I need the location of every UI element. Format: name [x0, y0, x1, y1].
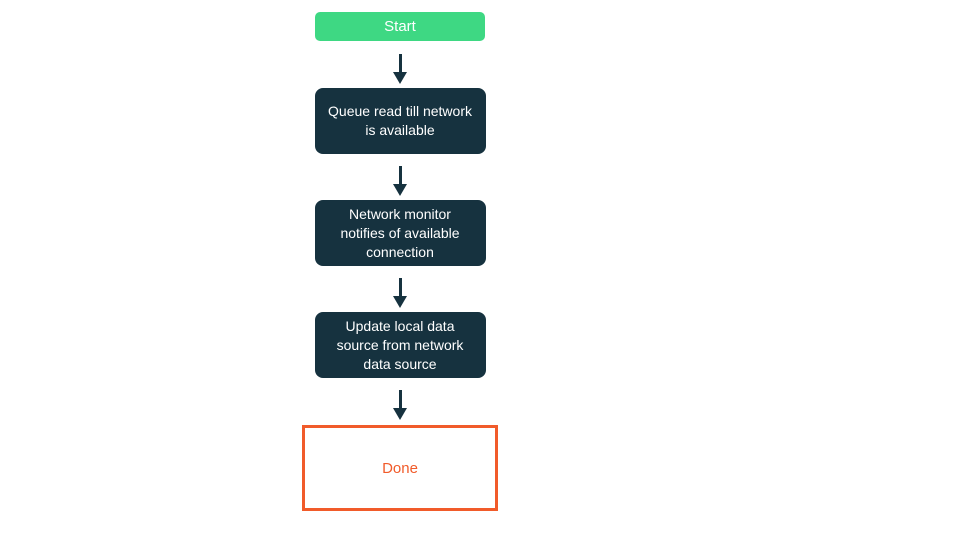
flow-node-start: Start — [315, 12, 485, 41]
flow-arrow-down-3 — [393, 278, 407, 308]
arrow-head-down-icon — [393, 72, 407, 84]
flow-arrow-down-1 — [393, 54, 407, 84]
process-node-label: Network monitor notifies of available co… — [340, 205, 460, 260]
flow-node-network-monitor: Network monitor notifies of available co… — [314, 200, 486, 266]
flow-arrow-down-2 — [393, 166, 407, 196]
arrow-head-down-icon — [393, 296, 407, 308]
process-node-label: Update local data source from network da… — [336, 317, 464, 372]
end-node-label: Done — [382, 459, 418, 477]
arrow-head-down-icon — [393, 184, 407, 196]
flow-arrow-down-4 — [393, 390, 407, 420]
flow-node-done: Done — [302, 425, 498, 511]
process-node-label: Queue read till network is available — [328, 103, 472, 138]
arrow-shaft — [398, 278, 402, 296]
flow-node-queue-read: Queue read till network is available — [314, 88, 486, 154]
arrow-shaft — [398, 54, 402, 72]
flowchart-column: Start Queue read till network is availab… — [302, 0, 498, 511]
arrow-shaft — [398, 166, 402, 184]
arrow-head-down-icon — [393, 408, 407, 420]
arrow-shaft — [398, 390, 402, 408]
flow-node-update-local-data: Update local data source from network da… — [314, 312, 486, 378]
start-node-label: Start — [384, 18, 416, 35]
